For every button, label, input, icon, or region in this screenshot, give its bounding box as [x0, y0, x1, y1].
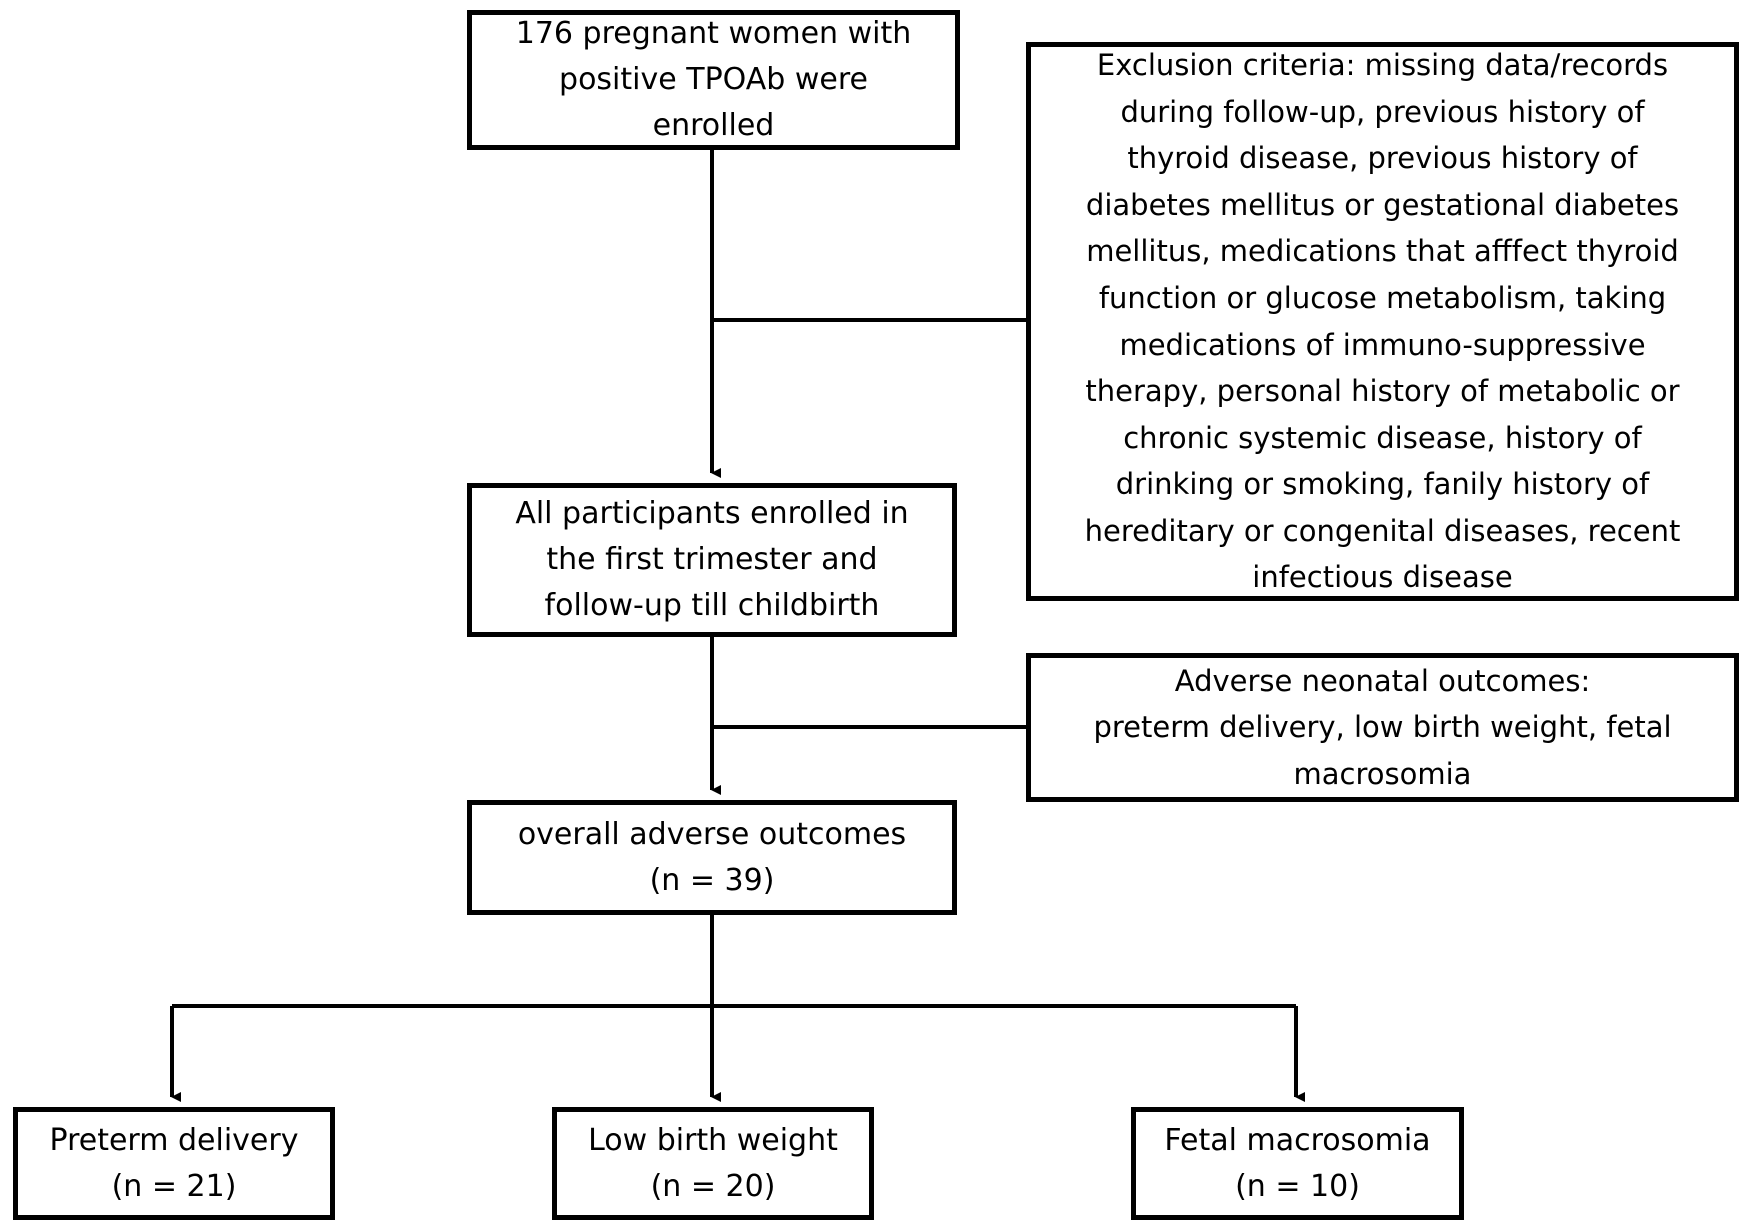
overall-count: (n = 39) [649, 862, 775, 898]
exclusion-line: infectious disease [1252, 560, 1513, 595]
exclusion-line: chronic systemic disease, history of [1123, 420, 1642, 455]
outcome-label: Low birth weight [588, 1122, 838, 1158]
exclusion-line: therapy, personal history of metabolic o… [1085, 374, 1680, 409]
participants-line: the first trimester and [546, 542, 878, 577]
outcome-label: Preterm delivery [49, 1122, 299, 1158]
fetal-macrosomia-box: Fetal macrosomia (n = 10) [1131, 1107, 1464, 1220]
exclusion-line: function or glucose metabolism, taking [1098, 280, 1667, 315]
exclusion-line: Exclusion criteria: missing data/records [1096, 47, 1669, 82]
exclusion-criteria-box: Exclusion criteria: missing data/records… [1026, 42, 1739, 601]
enrolled-line: enrolled [652, 108, 775, 143]
adverse-outcomes-definition-box: Adverse neonatal outcomes: preterm deliv… [1026, 653, 1739, 802]
exclusion-line: drinking or smoking, fanily history of [1115, 467, 1650, 502]
exclusion-line: hereditary or congenital diseases, recen… [1084, 513, 1681, 548]
exclusion-line: mellitus, medications that afffect thyro… [1086, 234, 1679, 269]
adverse-definition-line: preterm delivery, low birth weight, feta… [1093, 710, 1672, 745]
adverse-definition-line: macrosomia [1293, 756, 1472, 791]
participants-line: All participants enrolled in [515, 496, 909, 531]
participants-box: All participants enrolled in the first t… [467, 483, 957, 637]
enrolled-line: 176 pregnant women with [515, 16, 912, 51]
exclusion-line: during follow-up, previous history of [1120, 94, 1645, 129]
low-birth-weight-box: Low birth weight (n = 20) [552, 1107, 874, 1220]
outcome-count: (n = 21) [111, 1168, 237, 1204]
overall-label: overall adverse outcomes [517, 816, 907, 852]
outcome-count: (n = 10) [1235, 1168, 1360, 1204]
exclusion-line: medications of immuno-suppressive [1119, 327, 1646, 362]
adverse-definition-line: Adverse neonatal outcomes: [1174, 663, 1591, 698]
participants-line: follow-up till childbirth [544, 588, 880, 623]
enrolled-box: 176 pregnant women with positive TPOAb w… [467, 10, 960, 150]
enrolled-line: positive TPOAb were [559, 62, 868, 97]
preterm-delivery-box: Preterm delivery (n = 21) [13, 1107, 335, 1220]
exclusion-line: thyroid disease, previous history of [1127, 141, 1638, 176]
overall-outcomes-box: overall adverse outcomes (n = 39) [467, 800, 957, 915]
outcome-label: Fetal macrosomia [1164, 1122, 1431, 1158]
outcome-count: (n = 20) [650, 1168, 776, 1204]
exclusion-line: diabetes mellitus or gestational diabete… [1085, 187, 1680, 222]
